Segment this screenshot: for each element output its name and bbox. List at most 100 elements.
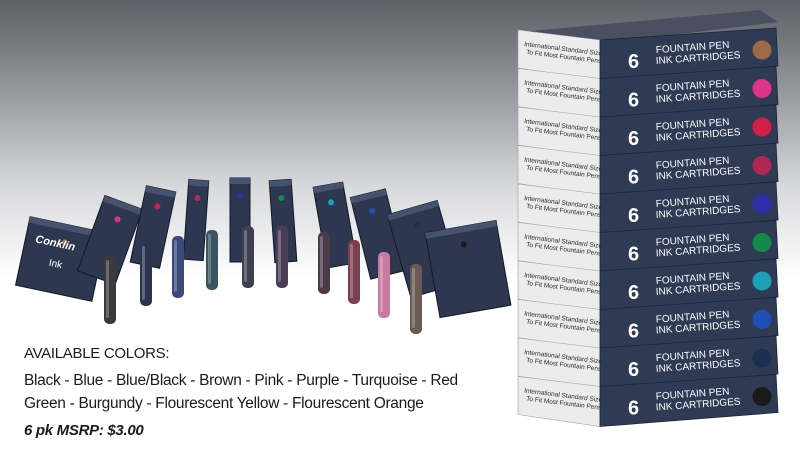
cartridge-body bbox=[104, 256, 116, 324]
cartridge-highlight bbox=[320, 236, 323, 288]
box-edge bbox=[313, 182, 344, 194]
open-cartridge-box bbox=[182, 178, 210, 262]
cartridge-body bbox=[172, 236, 184, 298]
box-count-text: 6 bbox=[628, 90, 639, 112]
box-count-text: 6 bbox=[628, 205, 639, 227]
ink-cartridge bbox=[242, 226, 254, 288]
color-dot-icon bbox=[752, 79, 772, 98]
color-dot-icon bbox=[752, 233, 772, 252]
ink-cartridge bbox=[140, 242, 152, 306]
ink-cartridge bbox=[104, 256, 116, 324]
cartridge-highlight bbox=[174, 240, 177, 292]
box-front-panel bbox=[599, 335, 779, 389]
box-edge bbox=[425, 220, 498, 239]
box-edge bbox=[350, 188, 387, 204]
box-count-text: 6 bbox=[628, 321, 639, 343]
color-dot-icon bbox=[752, 117, 772, 137]
box-label-text: FOUNTAIN PEN bbox=[655, 271, 729, 287]
color-dot-icon bbox=[752, 387, 772, 406]
cartridge-highlight bbox=[412, 268, 415, 328]
cartridge-highlight bbox=[106, 260, 109, 318]
price-text: 6 pk MSRP: $3.00 bbox=[24, 422, 144, 439]
box-front-panel bbox=[599, 181, 779, 235]
box-count-text: 6 bbox=[628, 359, 639, 381]
box-top-face bbox=[520, 10, 778, 44]
box-front-panel bbox=[599, 220, 779, 273]
color-dot-icon bbox=[194, 195, 201, 202]
cartridge-highlight bbox=[244, 230, 247, 282]
color-dot-icon bbox=[369, 207, 376, 214]
box-front-panel bbox=[599, 143, 779, 196]
ink-cartridge bbox=[276, 226, 288, 288]
color-dot-icon bbox=[752, 310, 772, 329]
box-front-panel bbox=[599, 258, 779, 312]
color-dot-icon bbox=[328, 199, 335, 206]
ink-cartridge bbox=[172, 236, 184, 298]
color-dot-icon bbox=[114, 216, 121, 223]
open-cartridge-box bbox=[129, 185, 177, 269]
box-edge bbox=[145, 185, 176, 198]
box-label-text: FOUNTAIN PEN bbox=[655, 117, 729, 133]
box-body bbox=[129, 185, 177, 269]
color-dot-icon bbox=[752, 40, 772, 60]
box-count-text: 6 bbox=[628, 51, 639, 73]
cartridge-highlight bbox=[142, 246, 145, 300]
color-dot-icon bbox=[752, 348, 772, 368]
available-colors-heading: AVAILABLE COLORS: bbox=[24, 345, 170, 362]
cartridge-body bbox=[206, 230, 218, 290]
box-edge bbox=[269, 179, 292, 187]
box-count-text: 6 bbox=[628, 282, 639, 304]
box-count-text: 6 bbox=[628, 167, 639, 189]
cartridge-highlight bbox=[278, 230, 281, 282]
cartridge-highlight bbox=[208, 234, 211, 284]
cartridge-body bbox=[242, 226, 254, 288]
ink-cartridge bbox=[206, 230, 218, 290]
box-count-text: 6 bbox=[628, 398, 639, 420]
box-label-text: FOUNTAIN PEN bbox=[655, 194, 729, 210]
box-label-text: FOUNTAIN PEN bbox=[655, 40, 729, 56]
ink-cartridge bbox=[410, 264, 422, 334]
colors-list-line2: Green - Burgundy - Flourescent Yellow - … bbox=[24, 395, 424, 412]
box-label-text: FOUNTAIN PEN bbox=[655, 232, 729, 248]
cartridge-body bbox=[276, 226, 288, 288]
box-front-panel bbox=[599, 66, 779, 119]
color-dot-icon bbox=[237, 193, 243, 199]
cartridge-highlight bbox=[350, 244, 353, 298]
cartridge-body bbox=[378, 252, 390, 318]
open-cartridge-box bbox=[424, 219, 512, 319]
box-count-text: 6 bbox=[628, 128, 639, 150]
box-edge bbox=[102, 195, 143, 215]
box-label-text: FOUNTAIN PEN bbox=[655, 386, 729, 402]
box-edge bbox=[387, 200, 439, 221]
color-dot-icon bbox=[752, 271, 772, 291]
cartridge-body bbox=[318, 232, 330, 294]
color-dot-icon bbox=[460, 241, 467, 248]
box-label-text: FOUNTAIN PEN bbox=[655, 348, 729, 364]
open-cartridge-box bbox=[76, 194, 144, 286]
box-count-text: 6 bbox=[628, 244, 639, 266]
box-label-text: FOUNTAIN PEN bbox=[655, 78, 729, 94]
cartridge-body bbox=[140, 242, 152, 306]
box-front-panel bbox=[599, 27, 779, 81]
ink-cartridge bbox=[348, 240, 360, 304]
product-name-text: Ink bbox=[48, 258, 64, 272]
color-dot-icon bbox=[752, 194, 772, 214]
box-edge bbox=[188, 179, 209, 187]
colors-list-line1: Black - Blue - Blue/Black - Brown - Pink… bbox=[24, 372, 458, 389]
box-front-panel bbox=[599, 104, 779, 158]
box-body bbox=[182, 178, 210, 262]
box-edge bbox=[230, 178, 250, 184]
